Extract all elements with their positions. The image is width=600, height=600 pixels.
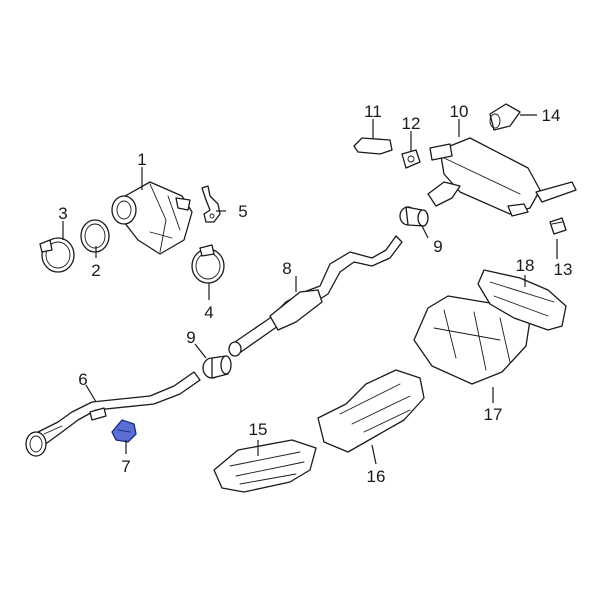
callout-8: 8 xyxy=(282,259,291,278)
callout-3: 3 xyxy=(58,204,67,223)
callout-5: 5 xyxy=(238,202,247,221)
callout-9-upper: 9 xyxy=(433,237,442,256)
callout-16: 16 xyxy=(367,467,386,486)
rear-muffler[interactable] xyxy=(427,137,577,217)
pipe-clamp-upper[interactable] xyxy=(399,206,429,227)
callout-11: 11 xyxy=(364,102,382,121)
rubber-hanger[interactable] xyxy=(401,149,421,169)
callout-15: 15 xyxy=(249,420,268,439)
callout-7: 7 xyxy=(121,457,130,476)
exhaust-tip[interactable] xyxy=(489,103,521,131)
center-pipe[interactable] xyxy=(228,235,403,357)
hanger-bracket[interactable] xyxy=(111,419,137,443)
callout-18: 18 xyxy=(516,256,535,275)
heat-plate[interactable] xyxy=(353,137,393,155)
callout-14: 14 xyxy=(542,106,561,125)
heat-shield-muffler[interactable] xyxy=(477,269,567,331)
callout-labels: 1 2 3 4 5 6 7 8 9 9 10 11 12 13 14 15 16… xyxy=(58,102,572,486)
callout-9-lower: 9 xyxy=(186,328,195,347)
small-hanger[interactable] xyxy=(549,217,567,235)
gasket[interactable] xyxy=(80,219,110,253)
callout-6: 6 xyxy=(78,370,87,389)
bracket[interactable] xyxy=(201,185,221,223)
clamp-left[interactable] xyxy=(39,237,75,273)
callout-17: 17 xyxy=(484,405,503,424)
heat-shield-rear[interactable] xyxy=(413,295,531,385)
callout-1: 1 xyxy=(137,150,146,169)
leader-lines xyxy=(62,114,558,465)
pipe-clamp-lower[interactable] xyxy=(202,355,232,379)
front-pipe[interactable] xyxy=(25,371,201,457)
heat-shield-center[interactable] xyxy=(317,369,425,453)
callout-10: 10 xyxy=(450,102,469,121)
callout-13: 13 xyxy=(554,260,573,279)
heat-shield-front[interactable] xyxy=(213,439,317,493)
catalytic-converter[interactable] xyxy=(111,181,193,255)
callout-2: 2 xyxy=(91,261,100,280)
clamp-right[interactable] xyxy=(191,244,225,284)
callout-4: 4 xyxy=(204,303,213,322)
callout-12: 12 xyxy=(402,114,421,133)
